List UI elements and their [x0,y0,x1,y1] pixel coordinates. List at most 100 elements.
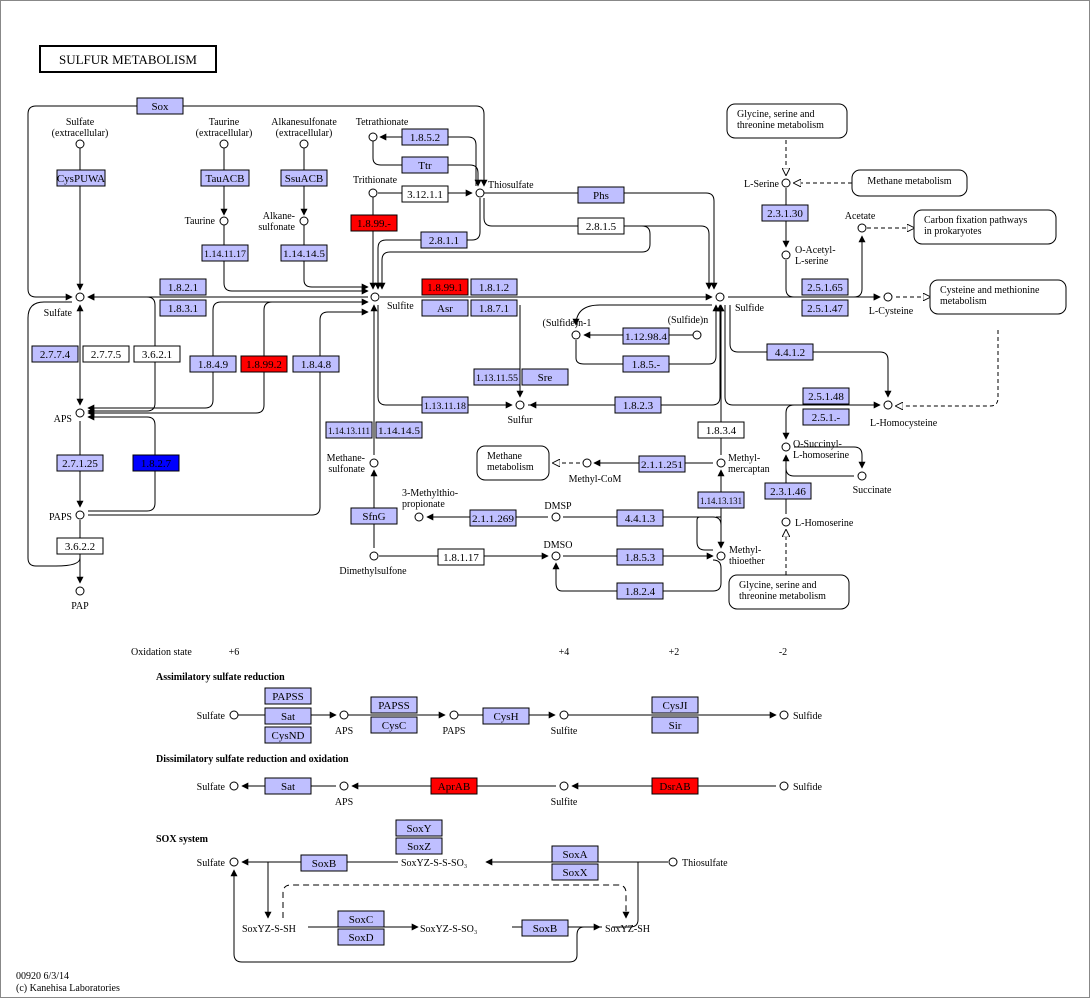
compound-c_dmsp[interactable]: DMSP [544,501,572,522]
enzyme-box-e1899r[interactable]: 1.8.99.- [350,214,398,232]
compound-c_lcys[interactable]: L-Cysteine [869,292,914,317]
enzyme-box-e114145[interactable]: 1.14.14.5 [280,244,328,262]
compound-c_methanesulf[interactable]: Methane-sulfonate [327,453,379,475]
enzyme-box-e11413131[interactable]: 1.14.13.131 [697,491,745,509]
compound-c_3mtp[interactable]: 3-Methylthio-propionate [402,488,458,522]
compound-c_sulfur[interactable]: Sulfur [508,400,534,426]
enzyme-box-phs[interactable]: Phs [577,186,625,204]
enzyme-box-m_sir[interactable]: Sir [651,716,699,734]
enzyme-box-e1824[interactable]: 1.8.2.4 [616,582,664,600]
compound-c_dmso[interactable]: DMSO [544,540,573,561]
compound-c_thiosulfate[interactable]: Thiosulfate [475,180,534,198]
compound-c_lhomocys[interactable]: L-Homocysteine [870,400,938,429]
enzyme-box-asr[interactable]: Asr [421,299,469,317]
enzyme-box-m_cysnd[interactable]: CysND [264,726,312,744]
pathway-link-methane1[interactable]: Methane metabolism [851,169,968,197]
enzyme-box-s_soxy[interactable]: SoxY [395,819,443,837]
enzyme-box-e1812[interactable]: 1.8.1.2 [470,278,518,296]
enzyme-box-e25165[interactable]: 2.5.1.65 [801,278,849,296]
enzyme-box-sfng[interactable]: SfnG [350,507,398,525]
enzyme-box-e1823[interactable]: 1.8.2.3 [614,396,662,414]
enzyme-box-m_papss1[interactable]: PAPSS [264,687,312,705]
enzyme-box-ssuacb[interactable]: SsuACB [280,169,328,187]
compound-c_sulfiden[interactable]: (Sulfide)n [668,315,709,340]
enzyme-box-e1853[interactable]: 1.8.5.3 [616,548,664,566]
enzyme-box-sox[interactable]: Sox [136,97,184,115]
compound-c_methylthio[interactable]: Methyl-thioether [716,545,765,567]
enzyme-box-e27125[interactable]: 2.7.1.25 [56,454,104,472]
enzyme-box-s_soxd[interactable]: SoxD [337,928,385,946]
enzyme-box-e18117[interactable]: 1.8.1.17 [437,548,485,566]
compound-c_lhomoser[interactable]: L-Homoserine [781,517,854,529]
enzyme-box-e185x[interactable]: 1.8.5.- [622,355,670,373]
enzyme-box-d_dsrab[interactable]: DsrAB [651,777,699,795]
enzyme-box-e2815[interactable]: 2.8.1.5 [577,217,625,235]
compound-c_osucc[interactable]: O-Succinyl-L-homoserine [781,439,850,461]
enzyme-box-e11413111[interactable]: 1.14.13.111 [325,421,373,439]
enzyme-box-e18991[interactable]: 1.8.99.1 [421,278,469,296]
compound-c_succinate[interactable]: Succinate [853,471,892,496]
enzyme-box-e1849[interactable]: 1.8.4.9 [189,355,237,373]
enzyme-box-s_soxx[interactable]: SoxX [551,863,599,881]
compound-c_alk[interactable]: Alkane-sulfonate [258,211,309,233]
enzyme-box-e3622[interactable]: 3.6.2.2 [56,537,104,555]
enzyme-box-m_papss2[interactable]: PAPSS [370,696,418,714]
enzyme-box-e1871[interactable]: 1.8.7.1 [470,299,518,317]
enzyme-box-e1821[interactable]: 1.8.2.1 [159,278,207,296]
compound-c_tetrathionate[interactable]: Tetrathionate [356,117,409,142]
enzyme-box-e4412[interactable]: 4.4.1.2 [766,343,814,361]
enzyme-box-e211251[interactable]: 2.1.1.251 [638,455,686,473]
enzyme-box-m_sat1[interactable]: Sat [264,707,312,725]
compound-c_sulfate_ext[interactable]: Sulfate(extracellular) [52,117,109,149]
compound-c_paps[interactable]: PAPS [49,510,85,523]
enzyme-box-m_cysh[interactable]: CysH [482,707,530,725]
compound-c_pap[interactable]: PAP [71,586,89,612]
enzyme-box-e23130[interactable]: 2.3.1.30 [761,204,809,222]
enzyme-box-e211269[interactable]: 2.1.1.269 [469,509,517,527]
enzyme-box-d_sat[interactable]: Sat [264,777,312,795]
enzyme-box-e113115[interactable]: 1.13.11.55 [473,368,521,386]
enzyme-box-tauacb[interactable]: TauACB [200,169,250,187]
enzyme-box-m_cysji[interactable]: CysJI [651,696,699,714]
enzyme-box-e2775[interactable]: 2.7.7.5 [82,345,130,363]
enzyme-box-s_soxz[interactable]: SoxZ [395,837,443,855]
compound-c_trithionate[interactable]: Trithionate [353,175,398,198]
compound-c_sulfate[interactable]: Sulfate [44,292,85,319]
compound-c_methylcom[interactable]: Methyl-CoM [569,458,622,485]
enzyme-box-s_soxa[interactable]: SoxA [551,845,599,863]
enzyme-box-d_aprab[interactable]: AprAB [430,777,478,795]
enzyme-box-e31211[interactable]: 3.12.1.1 [401,185,449,203]
enzyme-box-m_cysc[interactable]: CysC [370,716,418,734]
compound-c_sulfite[interactable]: Sulfite [370,292,414,312]
enzyme-box-s_soxb2[interactable]: SoxB [521,919,569,937]
enzyme-box-e112984[interactable]: 1.12.98.4 [622,327,670,345]
enzyme-box-cysp[interactable]: CysPUWA [56,169,106,187]
compound-c_acetate[interactable]: Acetate [845,211,876,233]
enzyme-box-e3621[interactable]: 3.6.2.1 [133,345,181,363]
enzyme-box-e251x[interactable]: 2.5.1.- [802,408,850,426]
compound-c_taurine[interactable]: Taurine [185,216,229,227]
enzyme-box-e1834[interactable]: 1.8.3.4 [697,421,745,439]
compound-c_sulfiden1[interactable]: (Sulfide)n-1 [543,318,592,340]
compound-c_alk_ext[interactable]: Alkanesulfonate(extracellular) [271,117,337,149]
enzyme-box-e1848[interactable]: 1.8.4.8 [292,355,340,373]
enzyme-box-e2811[interactable]: 2.8.1.1 [420,231,468,249]
compound-c_sulfide[interactable]: Sulfide [715,292,764,314]
compound-c_aps[interactable]: APS [54,408,85,425]
compound-c_taurine_ext[interactable]: Taurine(extracellular) [196,117,253,149]
enzyme-box-e114145b[interactable]: 1.14.14.5 [375,421,423,439]
compound-c_lserine[interactable]: L-Serine [744,178,791,190]
compound-c_dimethylsulfone[interactable]: Dimethylsulfone [339,551,407,577]
enzyme-box-ttr[interactable]: Ttr [401,156,449,174]
enzyme-box-e23146[interactable]: 2.3.1.46 [764,482,812,500]
enzyme-box-e2774[interactable]: 2.7.7.4 [31,345,79,363]
enzyme-box-s_soxb1[interactable]: SoxB [300,854,348,872]
enzyme-box-e25147[interactable]: 2.5.1.47 [801,299,849,317]
enzyme-box-e1827blue[interactable]: 1.8.2.7 [132,454,180,472]
enzyme-box-e18992[interactable]: 1.8.99.2 [240,355,288,373]
enzyme-box-e113118[interactable]: 1.13.11.18 [421,396,469,414]
